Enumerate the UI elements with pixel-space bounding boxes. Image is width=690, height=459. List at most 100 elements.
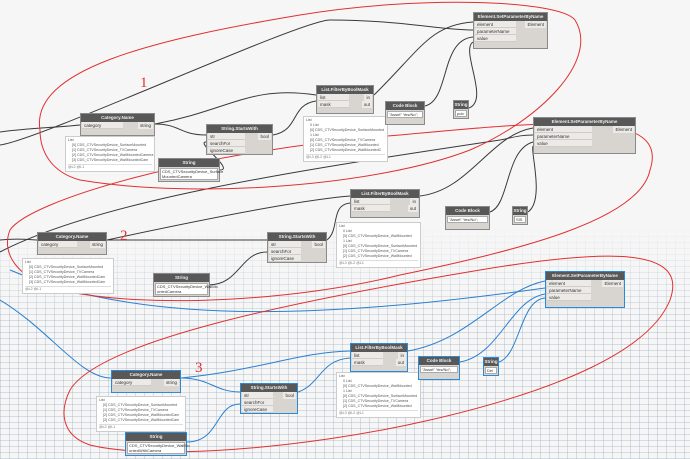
output-port[interactable]: Element: [525, 21, 546, 28]
input-port[interactable]: list: [352, 198, 391, 205]
input-port[interactable]: category: [39, 241, 78, 248]
output-port[interactable]: Element: [602, 280, 623, 287]
output-port[interactable]: in: [398, 352, 406, 359]
output-port[interactable]: out: [407, 205, 418, 212]
output-port[interactable]: [630, 133, 634, 140]
input-port[interactable]: element: [475, 21, 517, 28]
output-port[interactable]: [542, 28, 546, 35]
input-port[interactable]: category: [113, 379, 152, 386]
code-block-input[interactable]: "Asset" Yes/No";: [447, 216, 488, 223]
watch-item: List: [99, 398, 105, 402]
input-port[interactable]: searchFor: [242, 399, 274, 406]
input-port[interactable]: element: [535, 126, 593, 133]
node-title: Element.SetParameterByName: [546, 272, 624, 280]
string-value-input[interactable]: CDS_CTVSecurityDevice_WallMo untedCamera: [155, 283, 218, 295]
output-port[interactable]: string: [89, 241, 105, 248]
string-value-input[interactable]: Del: [485, 367, 497, 374]
input-port[interactable]: value: [475, 35, 517, 42]
output-port[interactable]: [292, 399, 296, 406]
input-port[interactable]: ignoreCase: [208, 147, 245, 154]
output-port[interactable]: out: [395, 359, 406, 366]
output-port[interactable]: [630, 140, 634, 147]
input-port[interactable]: searchFor: [269, 248, 302, 255]
node-title: String.StartsWith: [241, 384, 297, 392]
output-port[interactable]: [321, 255, 325, 262]
input-port[interactable]: ignoreCase: [269, 255, 302, 262]
input-port[interactable]: list: [352, 352, 384, 359]
code-block-node[interactable]: Code Block"Asset" Yes/No";: [385, 101, 425, 125]
output-port[interactable]: [619, 287, 623, 294]
output-port[interactable]: in: [410, 198, 418, 205]
output-port[interactable]: string: [163, 379, 179, 386]
port-row: category string: [38, 241, 106, 248]
output-port[interactable]: in: [364, 94, 372, 101]
port-row: element Element: [474, 21, 547, 28]
string-value-input[interactable]: SIS: [514, 216, 526, 223]
output-port[interactable]: out: [361, 101, 372, 108]
output-port[interactable]: [267, 147, 271, 154]
output-port[interactable]: [542, 35, 546, 42]
output-port[interactable]: bool: [258, 133, 271, 140]
input-port[interactable]: ignoreCase: [242, 406, 274, 413]
category-watch-preview[interactable]: List[0] CDS_CTVSecurityDevice_SurfaceMou…: [22, 258, 114, 294]
category-watch-preview[interactable]: List[0] CDS_CTVSecurityDevice_SurfaceMou…: [96, 396, 186, 432]
output-port[interactable]: [267, 140, 271, 147]
port-row: value: [534, 140, 635, 147]
input-port[interactable]: parameterName: [535, 133, 593, 140]
watch-item: List: [339, 374, 345, 378]
wire: [527, 145, 537, 213]
output-port[interactable]: bool: [312, 241, 325, 248]
input-port[interactable]: searchFor: [208, 140, 245, 147]
input-port[interactable]: parameterName: [475, 28, 517, 35]
input-port[interactable]: str: [269, 241, 302, 248]
code-block-node[interactable]: Code Block"Asset" Yes/No";: [445, 206, 490, 230]
port-row: searchFor: [207, 140, 272, 147]
input-port[interactable]: category: [82, 122, 124, 129]
input-port[interactable]: mask: [318, 101, 350, 108]
code-block-input[interactable]: "Asset" Yes/No";: [420, 366, 458, 373]
string-value-input[interactable]: pub: [455, 110, 467, 117]
category-watch-preview[interactable]: List[0] CDS_CTVSecurityDevice_SurfaceMou…: [65, 136, 155, 172]
output-port[interactable]: [292, 406, 296, 413]
output-port[interactable]: bool: [283, 392, 296, 399]
input-port[interactable]: value: [535, 140, 593, 147]
input-port[interactable]: element: [547, 280, 592, 287]
string-value-input[interactable]: CDS_CTVSecurityDevice_Surface MountedCam…: [160, 168, 224, 180]
output-port[interactable]: Element: [613, 126, 634, 133]
input-port[interactable]: parameterName: [547, 287, 592, 294]
input-port[interactable]: mask: [352, 205, 391, 212]
input-port[interactable]: str: [242, 392, 274, 399]
input-port[interactable]: str: [208, 133, 245, 140]
input-port[interactable]: value: [547, 294, 592, 301]
code-block-node[interactable]: Code Block"Asset" Yes/No";: [418, 356, 460, 380]
code-block-input[interactable]: "Asset" Yes/No";: [387, 111, 423, 118]
input-port[interactable]: list: [318, 94, 350, 101]
output-port[interactable]: string: [137, 122, 153, 129]
output-port[interactable]: [321, 248, 325, 255]
string-value-input[interactable]: CDS_CTVSecurityDevice_WallMo untedWithCa…: [127, 442, 190, 454]
input-port[interactable]: mask: [352, 359, 384, 366]
output-port[interactable]: [619, 294, 623, 301]
